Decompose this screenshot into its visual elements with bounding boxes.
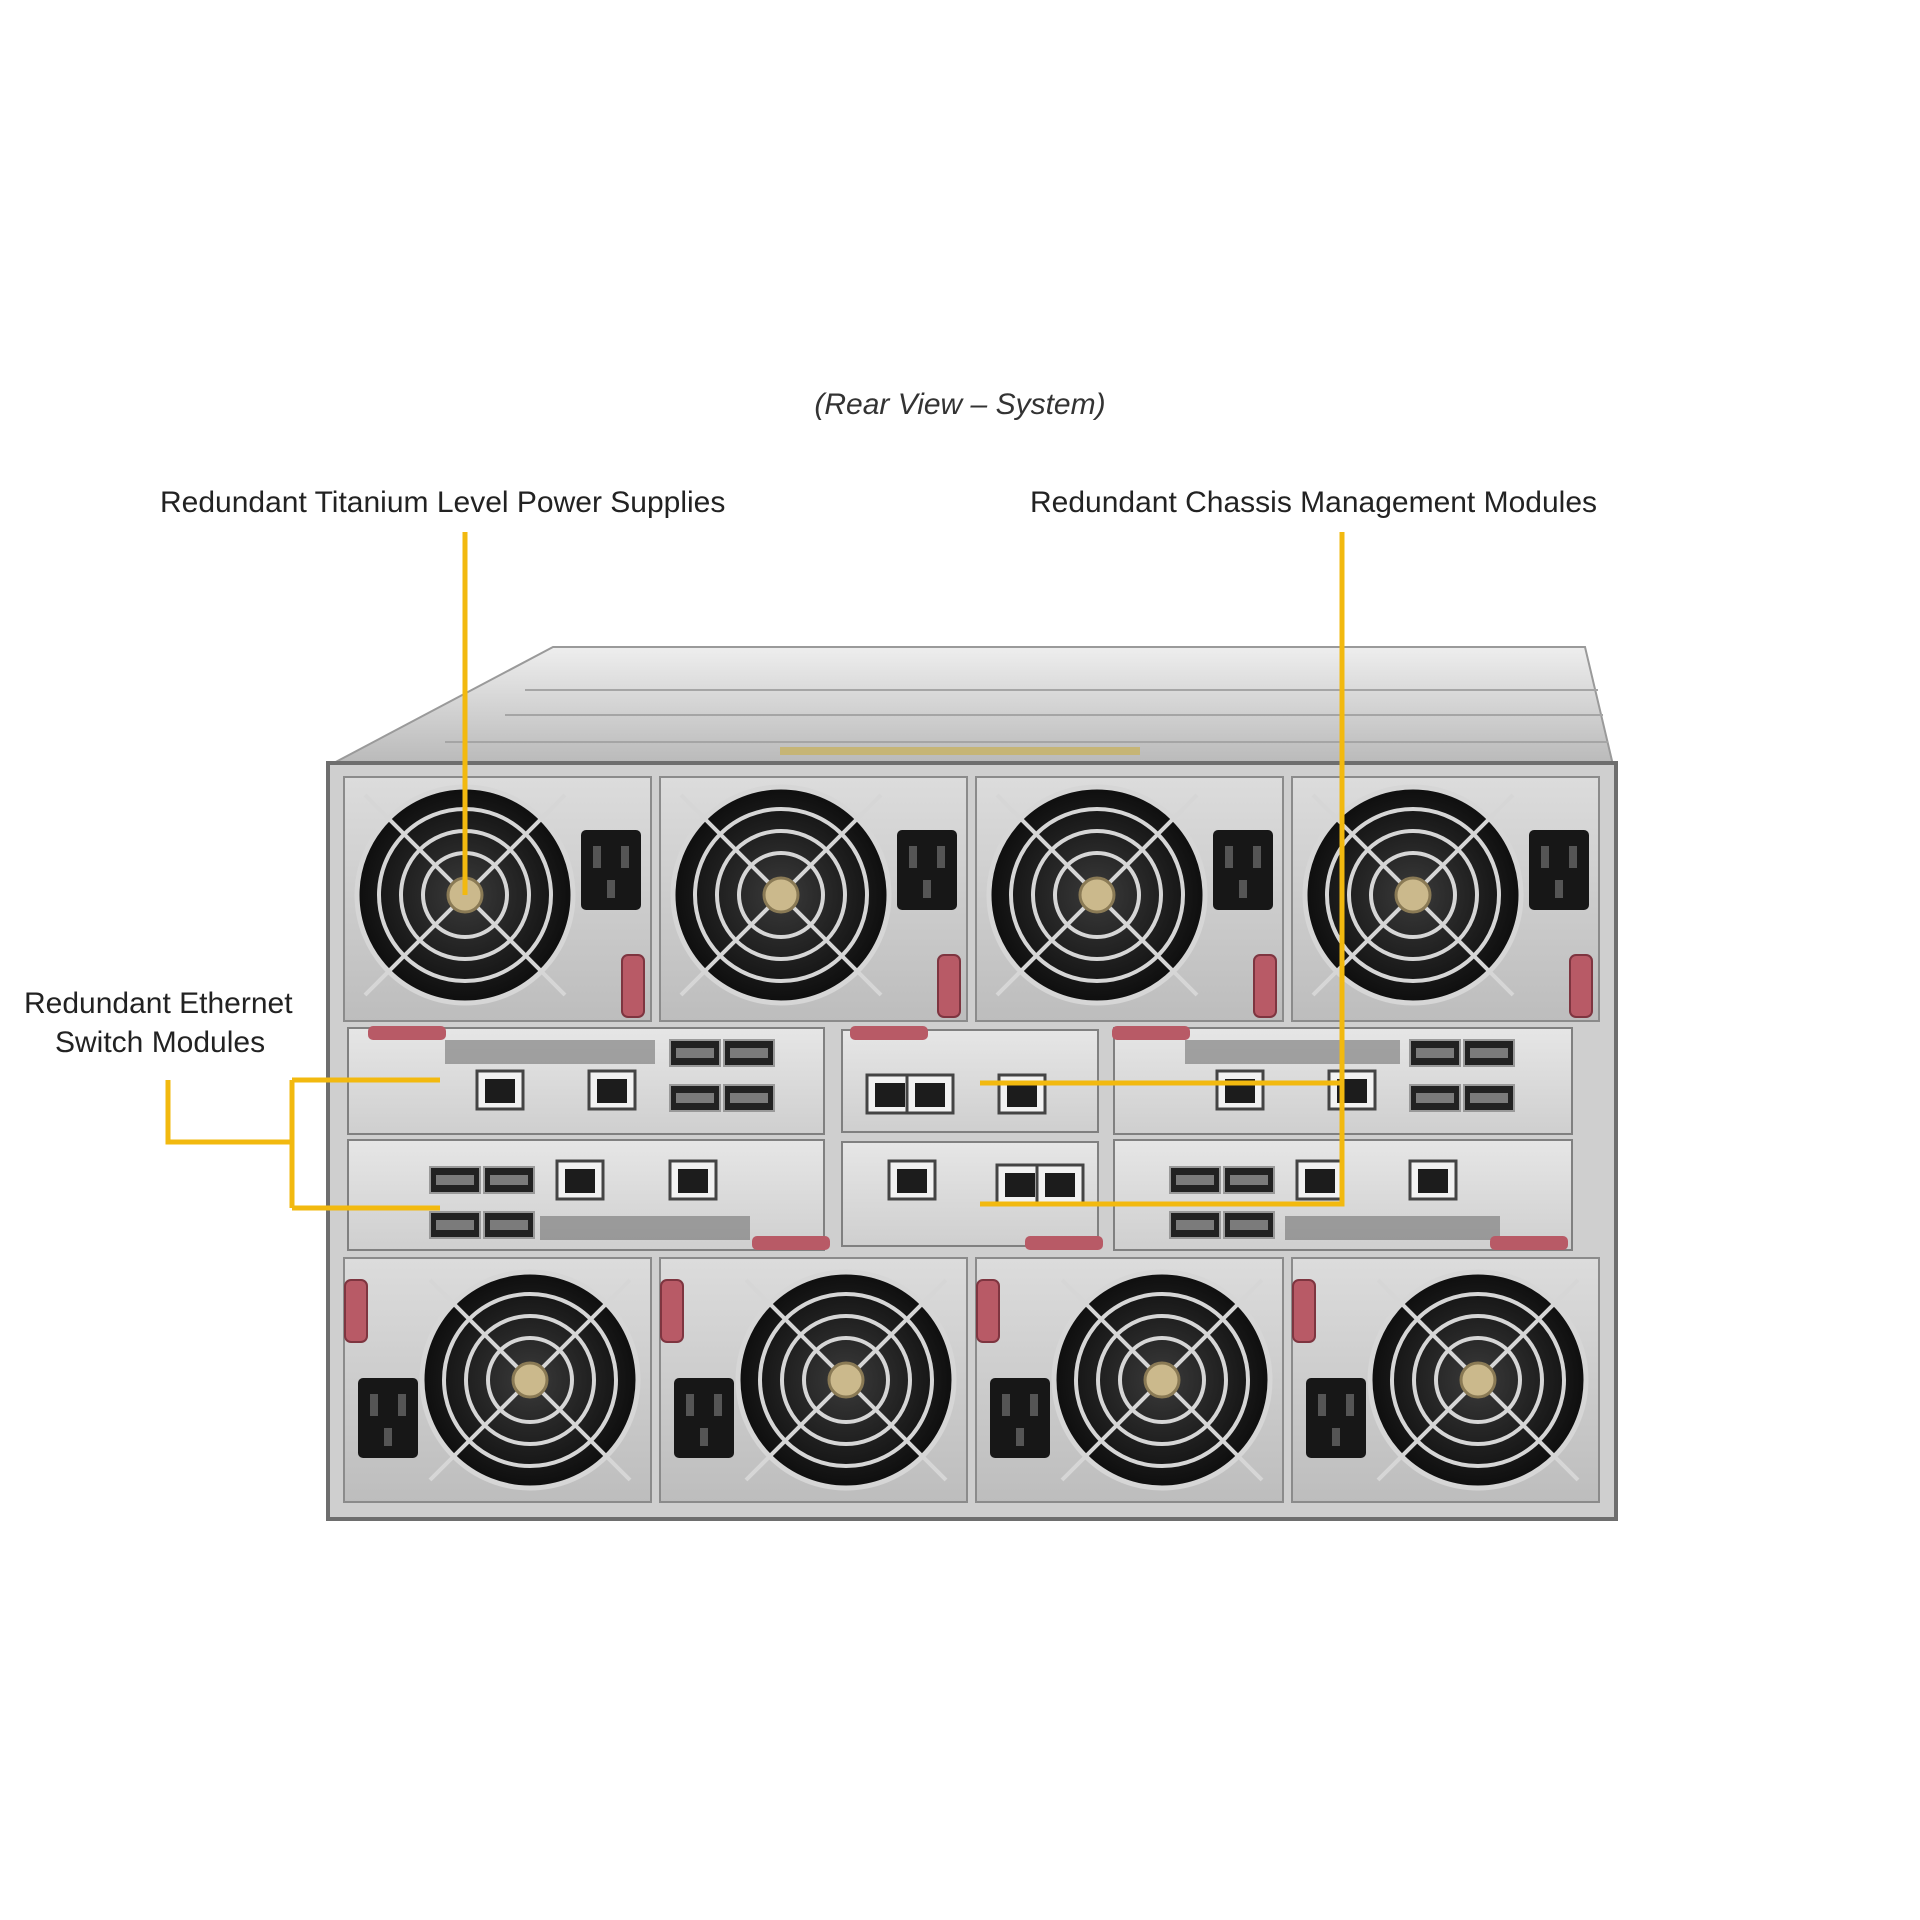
release-latch-icon: [344, 1279, 368, 1343]
qsfp-cage-icon: [483, 1166, 535, 1194]
rj45-port-icon: [887, 1159, 937, 1201]
power-inlet-icon: [1306, 1378, 1366, 1458]
rj45-port-icon: [905, 1073, 955, 1115]
bottom-psu-row: [343, 1257, 1600, 1503]
qsfp-cage-icon: [1169, 1166, 1221, 1194]
rj45-port-icon: [1408, 1159, 1458, 1201]
qsfp-cage-icon: [1409, 1039, 1461, 1067]
fan-grille-icon: [738, 1272, 954, 1488]
power-inlet-icon: [674, 1378, 734, 1458]
fan-grille-icon: [989, 787, 1205, 1003]
release-latch-icon: [660, 1279, 684, 1343]
callout-power-supplies: Redundant Titanium Level Power Supplies: [160, 486, 726, 519]
release-latch-icon: [1490, 1236, 1568, 1250]
rj45-port-icon: [1215, 1069, 1265, 1111]
qsfp-cage-icon: [669, 1039, 721, 1067]
release-latch-icon: [1292, 1279, 1316, 1343]
chassis-top: [329, 646, 1615, 766]
qsfp-cage-icon: [483, 1211, 535, 1239]
release-latch-icon: [752, 1236, 830, 1250]
callout-line-chassis-management: [980, 532, 1345, 1207]
fan-grille-icon: [1054, 1272, 1270, 1488]
rj45-port-icon: [1327, 1069, 1377, 1111]
qsfp-cage-icon: [1223, 1166, 1275, 1194]
fan-grille-icon: [1370, 1272, 1586, 1488]
power-inlet-icon: [897, 830, 957, 910]
release-latch-icon: [621, 954, 645, 1018]
qsfp-cage-icon: [1463, 1084, 1515, 1112]
rj45-port-icon: [668, 1159, 718, 1201]
figure-caption: (Rear View – System): [814, 388, 1106, 421]
qsfp-cage-icon: [1169, 1211, 1221, 1239]
release-latch-icon: [1253, 954, 1277, 1018]
callout-chassis-management: Redundant Chassis Management Modules: [1030, 486, 1597, 519]
release-latch-icon: [1112, 1026, 1190, 1040]
qsfp-cage-icon: [429, 1211, 481, 1239]
power-inlet-icon: [1213, 830, 1273, 910]
release-latch-icon: [850, 1026, 928, 1040]
release-latch-icon: [976, 1279, 1000, 1343]
rj45-port-icon: [555, 1159, 605, 1201]
power-inlet-icon: [990, 1378, 1050, 1458]
fan-grille-icon: [673, 787, 889, 1003]
qsfp-cage-icon: [1223, 1211, 1275, 1239]
fan-grille-icon: [1305, 787, 1521, 1003]
release-latch-icon: [368, 1026, 446, 1040]
callout-ethernet-line1: Redundant Ethernet: [24, 987, 293, 1020]
qsfp-cage-icon: [723, 1039, 775, 1067]
rj45-port-icon: [1295, 1159, 1345, 1201]
release-latch-icon: [937, 954, 961, 1018]
power-inlet-icon: [358, 1378, 418, 1458]
rj45-port-icon: [475, 1069, 525, 1111]
qsfp-cage-icon: [669, 1084, 721, 1112]
power-inlet-icon: [1529, 830, 1589, 910]
callout-ethernet-line2: Switch Modules: [55, 1026, 266, 1059]
power-inlet-icon: [581, 830, 641, 910]
fan-grille-icon: [422, 1272, 638, 1488]
qsfp-cage-icon: [1409, 1084, 1461, 1112]
callout-lines: [165, 532, 1345, 1211]
rj45-port-icon: [1035, 1163, 1085, 1205]
callout-line-ethernet-stem: [165, 1080, 292, 1145]
rj45-port-icon: [587, 1069, 637, 1111]
qsfp-cage-icon: [1463, 1039, 1515, 1067]
release-latch-icon: [1025, 1236, 1103, 1250]
release-latch-icon: [1569, 954, 1593, 1018]
qsfp-cage-icon: [723, 1084, 775, 1112]
qsfp-cage-icon: [429, 1166, 481, 1194]
